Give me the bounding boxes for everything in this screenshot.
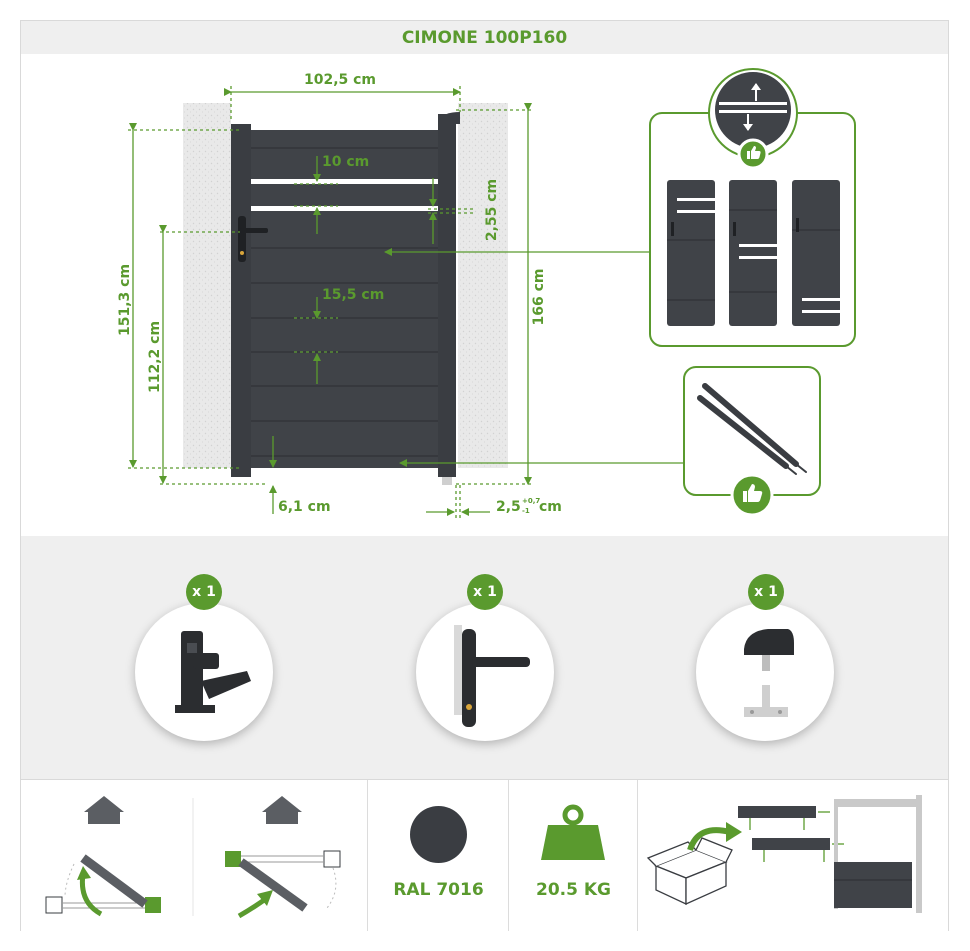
total-height-right-label: 166 cm bbox=[531, 269, 547, 326]
gate-handle bbox=[238, 216, 268, 262]
weight-cell: 20.5 KG bbox=[509, 780, 638, 931]
hinge-gap-unit: cm bbox=[539, 499, 562, 515]
house-icon bbox=[262, 796, 302, 824]
adjust-arrows-icon bbox=[743, 83, 761, 131]
door-handle-icon bbox=[454, 625, 530, 727]
hinge-gap-value: 2,5 bbox=[496, 499, 521, 515]
ground-clearance-label: 6,1 cm bbox=[278, 499, 331, 515]
gate-stopper-icon bbox=[744, 629, 794, 717]
gate-drawing: 102,5 cm 10 cm 15,5 cm 6,1 cm 151,3 cm 1… bbox=[117, 68, 856, 518]
packaging-cell bbox=[638, 780, 948, 931]
weight-icon bbox=[541, 804, 605, 860]
opening-direction-diagram bbox=[45, 796, 341, 919]
gate-leaf bbox=[231, 112, 460, 485]
gate-motor-arms-icon bbox=[697, 383, 807, 475]
slat-gap-mid-label: 15,5 cm bbox=[322, 287, 384, 303]
qty-badge: x 1 bbox=[467, 574, 503, 610]
qty-badge: x 1 bbox=[186, 574, 222, 610]
slat-options-panel bbox=[649, 68, 856, 347]
opening-direction-cell bbox=[21, 780, 368, 931]
gate-diagram: 102,5 cm 10 cm 15,5 cm 6,1 cm 151,3 cm 1… bbox=[21, 54, 948, 536]
post-offset-label: 2,55 cm bbox=[484, 179, 500, 241]
gate-stop-latch-icon bbox=[175, 631, 251, 713]
accessory-3 bbox=[696, 603, 834, 741]
hinge-gap-tol-minus: -1 bbox=[522, 507, 530, 515]
slat-gap-top-label: 10 cm bbox=[322, 154, 369, 170]
qty-badge: x 1 bbox=[748, 574, 784, 610]
slat-option-2 bbox=[729, 180, 777, 326]
left-pillar bbox=[183, 103, 231, 468]
slat-option-1 bbox=[667, 180, 715, 326]
motor-option-panel bbox=[683, 366, 821, 517]
packaging-diagram bbox=[646, 795, 922, 913]
right-pillar bbox=[458, 103, 508, 468]
info-footer: RAL 7016 20.5 KG bbox=[21, 779, 948, 931]
color-swatch bbox=[410, 806, 467, 863]
color-cell: RAL 7016 bbox=[368, 780, 509, 931]
accessory-2 bbox=[416, 603, 554, 741]
hinge-gap-tol-plus: +0,7 bbox=[522, 497, 540, 505]
handle-height-label: 112,2 cm bbox=[147, 321, 163, 393]
accessory-1 bbox=[135, 603, 273, 741]
total-height-left-label: 151,3 cm bbox=[117, 264, 133, 336]
page-title: CIMONE 100P160 bbox=[401, 27, 568, 48]
slat-option-3 bbox=[792, 180, 840, 326]
house-icon bbox=[84, 796, 124, 824]
title-bar: CIMONE 100P160 bbox=[21, 21, 948, 54]
box-icon bbox=[646, 837, 733, 906]
weight-value: 20.5 KG bbox=[536, 880, 611, 900]
width-label: 102,5 cm bbox=[304, 72, 376, 88]
color-name: RAL 7016 bbox=[393, 880, 484, 900]
